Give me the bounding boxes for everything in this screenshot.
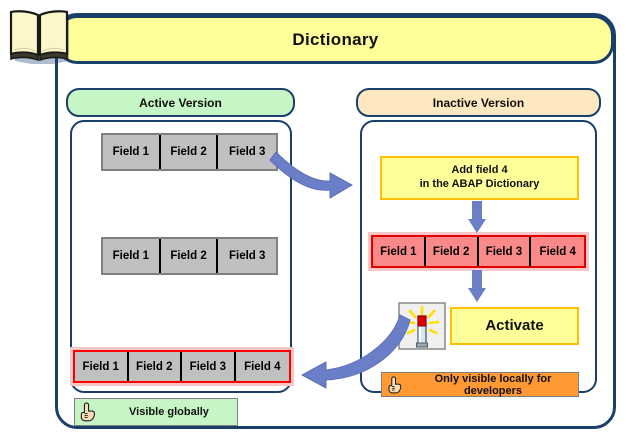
active-table-bottom: Field 1 Field 2 Field 3 Field 4 <box>73 350 291 383</box>
title-bar: Dictionary <box>57 15 614 64</box>
legend-visible-globally-label: Visible globally <box>129 406 209 418</box>
inactive-table: Field 1 Field 2 Field 3 Field 4 <box>371 235 586 268</box>
active-table-top: Field 1 Field 2 Field 3 <box>101 133 278 171</box>
inactive-version-title: Inactive Version <box>432 95 525 110</box>
open-book-icon <box>6 6 72 66</box>
field-cell: Field 2 <box>161 135 219 169</box>
add-field-line1: Add field 4 <box>451 164 508 177</box>
active-table-middle: Field 1 Field 2 Field 3 <box>101 237 278 275</box>
field-cell: Field 2 <box>161 239 219 273</box>
field-cell: Field 2 <box>426 237 479 266</box>
field-cell: Field 4 <box>244 360 281 373</box>
add-field-box: Add field 4 in the ABAP Dictionary <box>380 156 579 200</box>
add-field-line2: in the ABAP Dictionary <box>419 178 540 190</box>
field-cell: Field 3 <box>228 146 266 158</box>
field-cell: Field 2 <box>129 352 183 381</box>
field-cell: Field 1 <box>75 352 129 381</box>
activate-label: Activate <box>485 316 544 334</box>
field-cell: Field 1 <box>103 239 161 273</box>
activate-button[interactable]: Activate <box>450 307 579 345</box>
field-cell: Field 1 <box>103 135 161 169</box>
field-cell: Field 4 <box>539 245 576 258</box>
legend-only-visible-locally: Only visible locally for developers <box>381 372 579 397</box>
activate-flash-icon <box>398 302 446 350</box>
active-version-title: Active Version <box>139 95 222 110</box>
active-version-header: Active Version <box>66 88 295 117</box>
pointing-hand-icon <box>382 373 408 396</box>
field-cell: Field 1 <box>373 237 426 266</box>
legend-only-visible-locally-label: Only visible locally for developers <box>434 372 552 397</box>
field-cell: Field 3 <box>182 352 236 381</box>
legend-visible-globally: Visible globally <box>74 398 238 426</box>
inactive-version-header: Inactive Version <box>356 88 601 117</box>
page-title: Dictionary <box>292 29 379 49</box>
pointing-hand-icon <box>75 399 101 425</box>
field-cell: Field 3 <box>228 250 266 262</box>
field-cell: Field 3 <box>479 237 532 266</box>
